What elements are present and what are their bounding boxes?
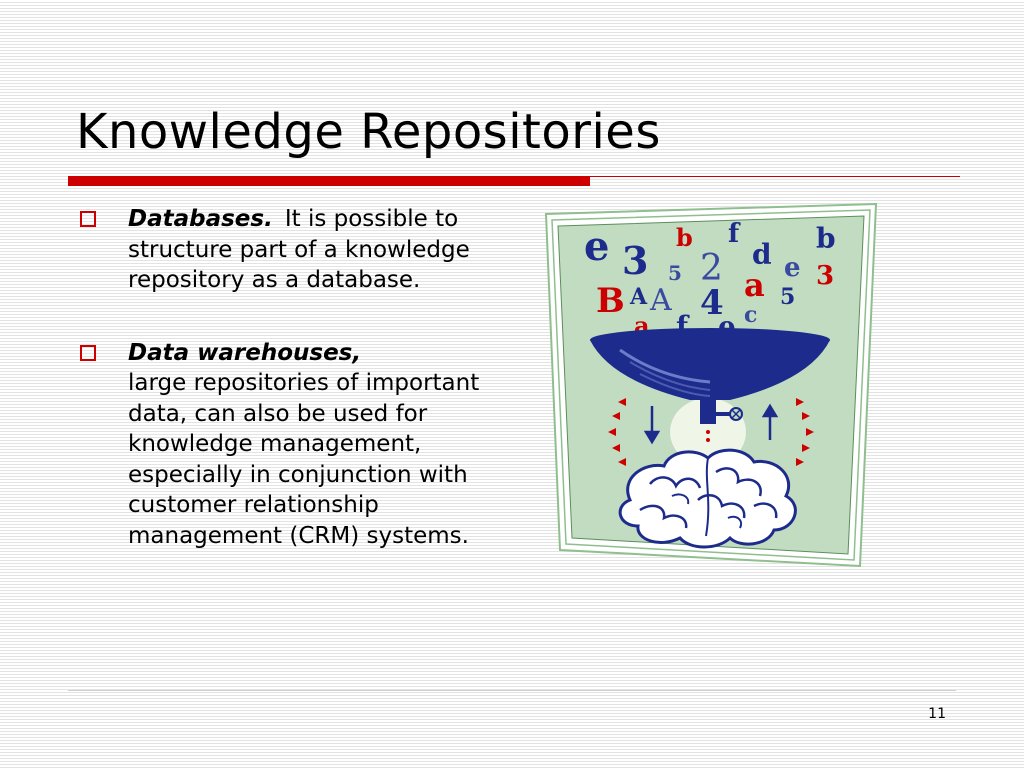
letter-glyph: 2 bbox=[700, 248, 723, 289]
letter-glyph: A bbox=[649, 283, 672, 318]
letter-glyph: B bbox=[596, 281, 625, 321]
title-underline-bar bbox=[68, 176, 590, 186]
left-signal-icon bbox=[608, 398, 626, 466]
bullet-term: Databases. bbox=[128, 206, 273, 232]
bullet-text: It is possible to structure part of a kn… bbox=[128, 206, 470, 293]
footer-divider bbox=[68, 690, 956, 691]
funnel-brain-illustration: e 3 b f 2 d e b 3 A 5 a B A 4 c 5 a f e bbox=[544, 202, 878, 568]
title-underline-line bbox=[590, 176, 960, 177]
bullet-item-databases: Databases.It is possible to structure pa… bbox=[76, 204, 496, 296]
letter-glyph: 3 bbox=[622, 238, 648, 283]
letter-glyph: 4 bbox=[700, 283, 724, 323]
bullet-text: large repositories of important data, ca… bbox=[128, 370, 480, 549]
letter-glyph: b bbox=[676, 223, 693, 252]
letter-glyph: d bbox=[752, 238, 772, 271]
letter-glyph: c bbox=[744, 302, 757, 328]
letter-glyph: f bbox=[728, 219, 741, 249]
letter-glyph: e bbox=[784, 253, 801, 283]
bullet-term: Data warehouses, bbox=[128, 339, 362, 366]
bullet-box-icon bbox=[80, 211, 96, 227]
letter-glyph: 5 bbox=[668, 261, 682, 285]
up-arrow-icon bbox=[761, 403, 779, 440]
right-signal-icon bbox=[796, 398, 814, 466]
letter-glyph: e bbox=[584, 223, 609, 270]
bullet-list: Databases.It is possible to structure pa… bbox=[76, 204, 496, 593]
funnel-icon bbox=[590, 328, 830, 442]
letter-glyph: b bbox=[816, 222, 836, 255]
brain-icon bbox=[618, 448, 797, 549]
letter-glyph: 5 bbox=[780, 284, 795, 310]
letter-glyph: 3 bbox=[816, 261, 834, 291]
letter-glyph: A bbox=[629, 284, 648, 310]
letter-glyph: a bbox=[744, 266, 765, 304]
bullet-box-icon bbox=[80, 344, 96, 361]
bullet-item-data-warehouses: Data warehouses, large repositories of im… bbox=[76, 338, 496, 552]
slide-title: Knowledge Repositories bbox=[76, 104, 661, 160]
page-number: 11 bbox=[928, 706, 946, 722]
down-arrow-icon bbox=[643, 406, 661, 445]
